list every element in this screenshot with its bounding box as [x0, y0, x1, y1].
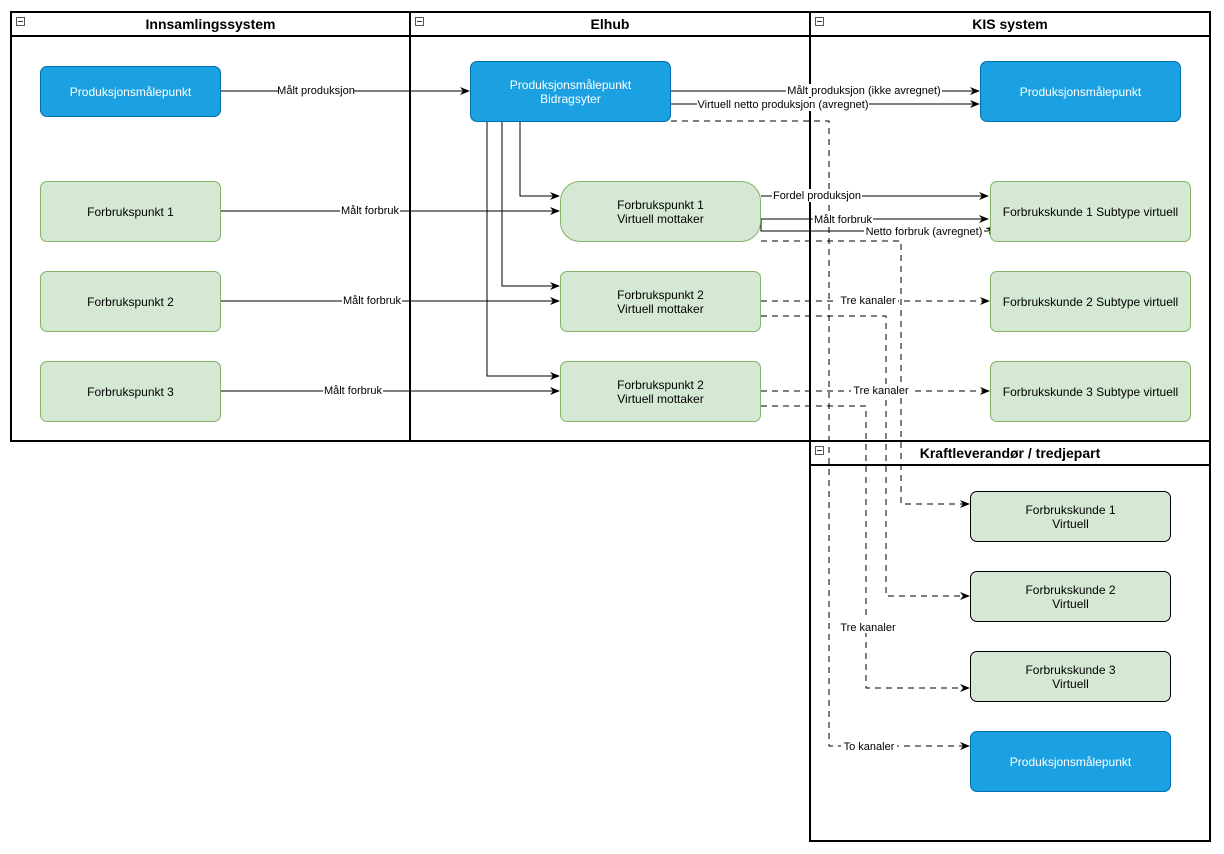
node-label-line1: Forbrukskunde 1 [1025, 502, 1116, 517]
label-malt-forbruk-3: Målt forbruk [324, 385, 383, 397]
node-kis-produksjonsmalepunkt[interactable]: Produksjonsmålepunkt [980, 61, 1181, 122]
node-label: Forbrukspunkt 3 [87, 384, 174, 399]
node-label-line1: Forbrukskunde 3 [1025, 662, 1116, 677]
node-label-line1: Forbrukspunkt 1 [617, 197, 704, 212]
node-kis-forbrukskunde-3[interactable]: Forbrukskunde 3 Subtype virtuell [990, 361, 1191, 422]
label-malt-forbruk-2: Målt forbruk [343, 295, 402, 307]
node-label-line2: Virtuell [1052, 596, 1089, 611]
node-label-line2: Bidragsyter [540, 91, 601, 106]
node-kis-forbrukskunde-1[interactable]: Forbrukskunde 1 Subtype virtuell [990, 181, 1191, 242]
node-label: Forbrukskunde 1 Subtype virtuell [1002, 204, 1179, 219]
node-inn-forbrukspunkt-3[interactable]: Forbrukspunkt 3 [40, 361, 221, 422]
lane-title-innsamlingssystem: Innsamlingssystem [12, 13, 409, 37]
node-label: Produksjonsmålepunkt [1009, 754, 1132, 769]
label-malt-forbruk-kis: Målt forbruk [814, 214, 873, 226]
node-label-line2: Virtuell mottaker [617, 211, 704, 226]
node-elhub-forbrukspunkt-3[interactable]: Forbrukspunkt 2 Virtuell mottaker [560, 361, 761, 422]
node-kraft-forbrukskunde-3[interactable]: Forbrukskunde 3 Virtuell [970, 651, 1171, 702]
label-to-kanaler: To kanaler [844, 741, 895, 753]
node-kraft-forbrukskunde-2[interactable]: Forbrukskunde 2 Virtuell [970, 571, 1171, 622]
node-elhub-forbrukspunkt-1[interactable]: Forbrukspunkt 1 Virtuell mottaker [560, 181, 761, 242]
node-label-line2: Virtuell mottaker [617, 301, 704, 316]
node-label: Forbrukspunkt 1 [87, 204, 174, 219]
node-label-line2: Virtuell [1052, 516, 1089, 531]
edge-fp3-kraft [761, 405, 970, 692]
label-tre-kanaler-2: Tre kanaler [853, 385, 909, 397]
label-malt-prod-ikke-avregnet: Målt produksjon (ikke avregnet) [787, 85, 940, 97]
label-tre-kanaler-3: Tre kanaler [840, 622, 896, 634]
collapse-icon[interactable] [415, 17, 424, 26]
edge-bidrag-fp1 [519, 122, 560, 200]
collapse-icon[interactable] [815, 446, 824, 455]
lane-title-elhub: Elhub [411, 13, 809, 37]
label-malt-produksjon: Målt produksjon [277, 85, 355, 97]
edge-fp1-kraft [761, 240, 970, 508]
node-label-line2: Virtuell [1052, 676, 1089, 691]
node-inn-forbrukspunkt-1[interactable]: Forbrukspunkt 1 [40, 181, 221, 242]
edge-to-kanaler [671, 120, 970, 750]
node-label-line1: Forbrukskunde 2 [1025, 582, 1116, 597]
node-label-line1: Forbrukspunkt 2 [617, 287, 704, 302]
lane-title-kis-system: KIS system [811, 13, 1209, 37]
node-inn-forbrukspunkt-2[interactable]: Forbrukspunkt 2 [40, 271, 221, 332]
node-elhub-forbrukspunkt-2[interactable]: Forbrukspunkt 2 Virtuell mottaker [560, 271, 761, 332]
label-fordel-produksjon: Fordel produksjon [773, 190, 861, 202]
node-label: Forbrukskunde 3 Subtype virtuell [1002, 384, 1179, 399]
label-tre-kanaler-1: Tre kanaler [840, 295, 896, 307]
label-virtuell-netto: Virtuell netto produksjon (avregnet) [697, 99, 868, 111]
node-label: Produksjonsmålepunkt [1019, 84, 1142, 99]
node-label: Forbrukskunde 2 Subtype virtuell [1002, 294, 1179, 309]
node-kraft-forbrukskunde-1[interactable]: Forbrukskunde 1 Virtuell [970, 491, 1171, 542]
node-label: Forbrukspunkt 2 [87, 294, 174, 309]
edge-bidrag-fp3 [486, 122, 560, 380]
label-malt-forbruk-1: Målt forbruk [341, 205, 400, 217]
node-label: Produksjonsmålepunkt [69, 84, 192, 99]
node-label-line1: Produksjonsmålepunkt [509, 77, 632, 92]
label-netto-forbruk: Netto forbruk (avregnet) [866, 226, 983, 238]
edge-bidrag-fp2 [501, 122, 560, 290]
node-label-line2: Virtuell mottaker [617, 391, 704, 406]
node-kraft-produksjonsmalepunkt[interactable]: Produksjonsmålepunkt [970, 731, 1171, 792]
node-kis-forbrukskunde-2[interactable]: Forbrukskunde 2 Subtype virtuell [990, 271, 1191, 332]
node-elhub-produksjonsmalepunkt[interactable]: Produksjonsmålepunkt Bidragsyter [470, 61, 671, 122]
node-inn-produksjonsmalepunkt[interactable]: Produksjonsmålepunkt [40, 66, 221, 117]
edge-fp2-kraft [761, 315, 970, 600]
lane-title-kraftleverandor: Kraftleverandør / tredjepart [811, 442, 1209, 466]
collapse-icon[interactable] [815, 17, 824, 26]
node-label-line1: Forbrukspunkt 2 [617, 377, 704, 392]
collapse-icon[interactable] [16, 17, 25, 26]
